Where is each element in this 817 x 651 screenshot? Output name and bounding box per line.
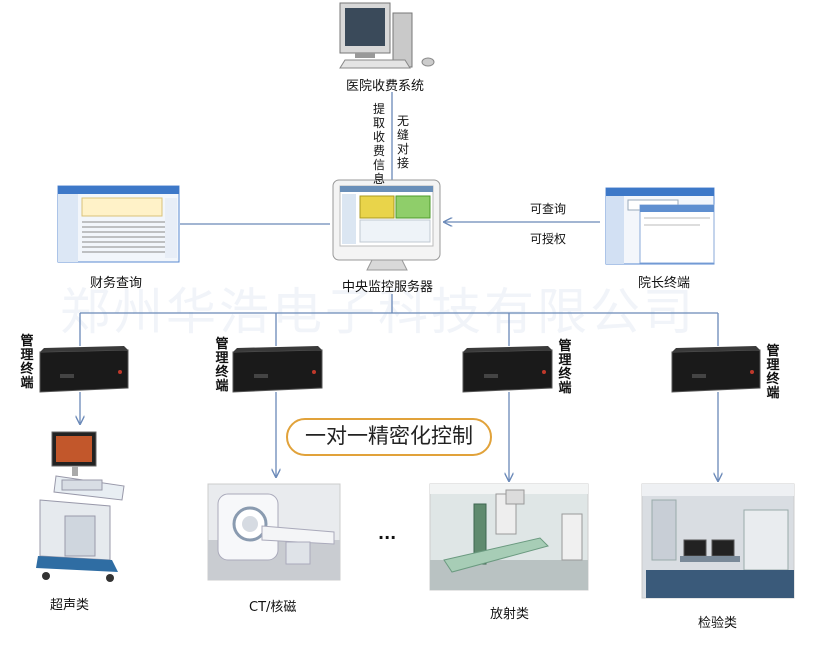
management-terminal-label-3: 管理终端 xyxy=(558,339,572,396)
ellipsis: ... xyxy=(378,524,397,543)
central-server-label: 中央监控服务器 xyxy=(342,280,434,295)
seamless-connection-label: 无缝对接 xyxy=(396,114,409,170)
director-terminal-screenshot xyxy=(605,187,715,265)
connectors xyxy=(80,92,718,480)
query-label: 可查询 xyxy=(530,202,567,216)
slogan-box: 一对一精密化控制 xyxy=(286,418,492,456)
device-label-laboratory: 检验类 xyxy=(698,616,738,631)
finance-software-screenshot xyxy=(57,185,180,263)
ct-scanner-image xyxy=(207,483,341,581)
extract-billing-info-label: 提取收费信息 xyxy=(372,102,385,186)
finance-query-label: 财务查询 xyxy=(90,276,143,291)
device-label-radiology: 放射类 xyxy=(490,607,530,622)
management-terminal-box-4 xyxy=(671,346,761,393)
management-terminal-box-1 xyxy=(39,346,129,393)
device-label-ct-mri: CT/核磁 xyxy=(249,600,297,615)
laboratory-image xyxy=(641,483,795,599)
device-label-ultrasound: 超声类 xyxy=(50,598,90,613)
director-terminal-label: 院长终端 xyxy=(638,276,691,291)
ultrasound-machine-image xyxy=(36,431,125,582)
management-terminal-label-4: 管理终端 xyxy=(766,344,780,401)
management-terminal-box-2 xyxy=(232,346,323,393)
billing-system-label: 医院收费系统 xyxy=(346,79,425,94)
management-terminal-label-2: 管理终端 xyxy=(215,337,229,394)
central-server-monitor-icon xyxy=(332,179,441,271)
management-terminal-box-3 xyxy=(462,346,553,393)
company-watermark: 郑州华浩电子科技有限公司 xyxy=(60,283,696,341)
radiology-room-image xyxy=(429,483,589,591)
authorize-label: 可授权 xyxy=(530,232,567,246)
desktop-computer-icon xyxy=(339,2,435,69)
management-terminal-label-1: 管理终端 xyxy=(20,334,34,391)
